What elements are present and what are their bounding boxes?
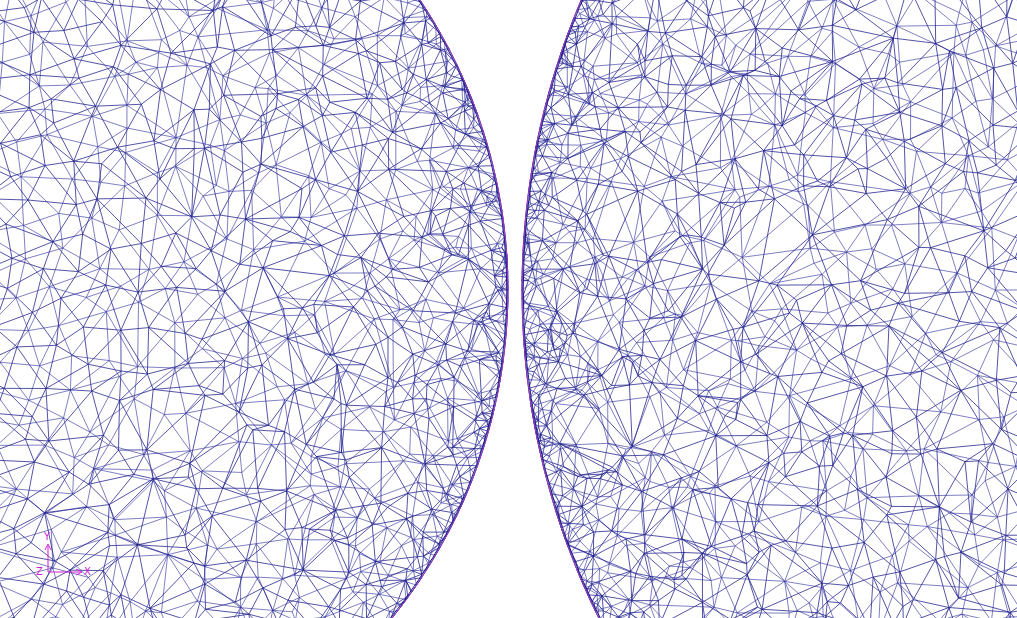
sphere-rim	[522, 0, 1017, 618]
sphere-outline	[523, 0, 1017, 618]
sphere-outline	[0, 0, 507, 618]
x-axis	[48, 572, 80, 573]
mesh-edges	[0, 0, 508, 618]
mesh-edges	[522, 0, 1017, 618]
axis-label: Z	[36, 567, 43, 577]
mesh-edges	[0, 0, 508, 618]
sphere-rim	[0, 0, 508, 618]
axis-label: Y	[44, 532, 50, 542]
x-arrowhead	[76, 569, 82, 575]
y-arrowhead	[45, 544, 51, 550]
y-axis	[48, 546, 49, 572]
mesh-edges	[522, 0, 1017, 618]
axis-triad	[45, 544, 82, 575]
axis-label: X	[84, 567, 91, 577]
